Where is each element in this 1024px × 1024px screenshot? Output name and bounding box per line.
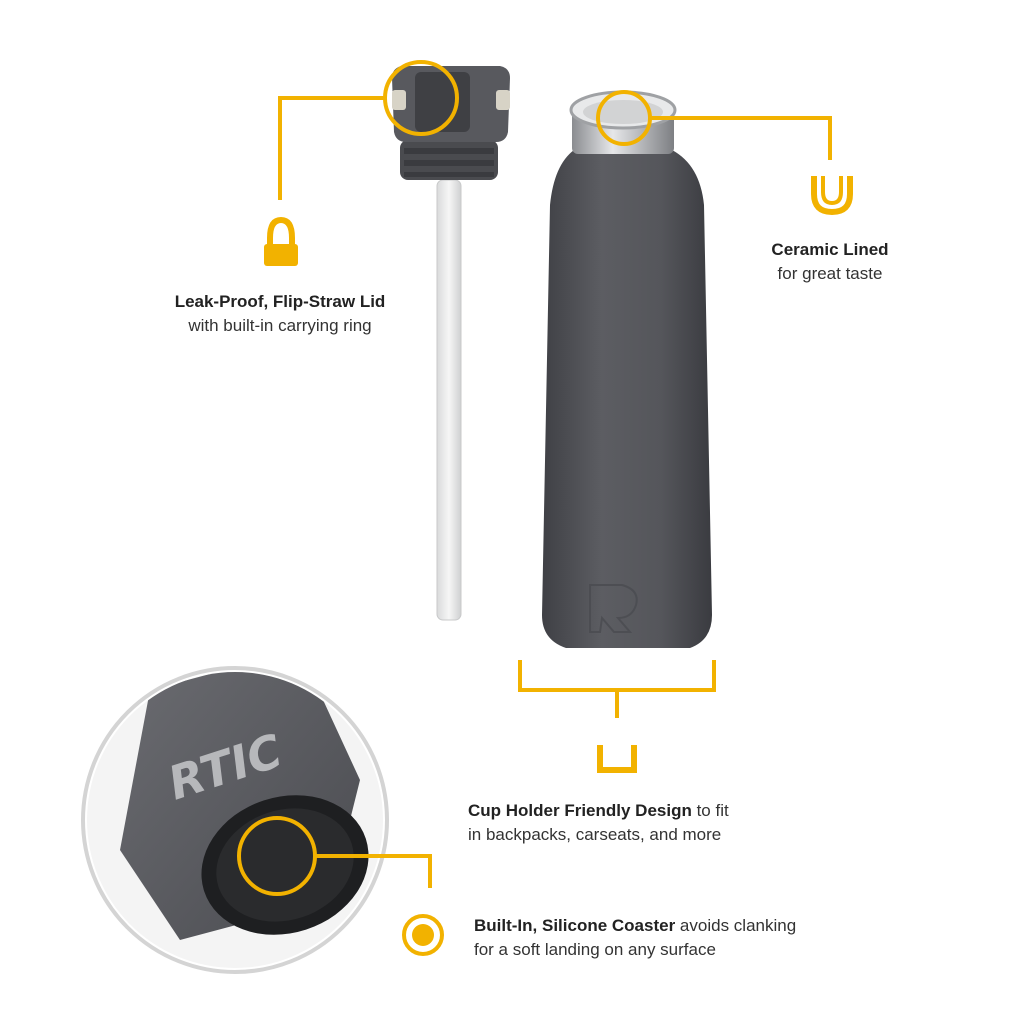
cupholder-feature-title-rest: to fit: [691, 801, 729, 820]
cup-icon: [811, 176, 853, 216]
coaster-feature-title-rest: avoids clanking: [675, 916, 797, 935]
ceramic-feature-subtitle: for great taste: [777, 264, 883, 283]
cupholder-feature-subtitle: in backpacks, carseats, and more: [468, 825, 722, 844]
ceramic-feature-title: Ceramic Lined: [771, 240, 889, 259]
cupholder-feature: Cup Holder Friendly Design to fit in bac…: [468, 799, 808, 847]
straw: [436, 179, 462, 621]
coaster-zoom: RTIC: [81, 666, 389, 974]
coaster-feature-subtitle: for a soft landing on any surface: [474, 940, 716, 959]
ceramic-feature: Ceramic Lined for great taste: [750, 238, 910, 286]
lid-feature-title: Leak-Proof, Flip-Straw Lid: [174, 292, 386, 311]
coaster-feature: Built-In, Silicone Coaster avoids clanki…: [474, 914, 874, 962]
callout-lines: [237, 60, 832, 896]
coaster-feature-title: Built-In, Silicone Coaster: [474, 916, 676, 935]
cup-holder-icon: [597, 745, 637, 773]
lid-feature-subtitle: with built-in carrying ring: [188, 316, 372, 335]
lid-feature: Leak-Proof, Flip-Straw Lid with built-in…: [150, 290, 410, 338]
flip-straw-lid: [392, 66, 510, 180]
bottle-logo-icon: [589, 584, 638, 633]
coaster-icon: [402, 914, 444, 956]
carry-ring-icon: [264, 216, 298, 266]
water-bottle: [542, 90, 712, 648]
cupholder-feature-title: Cup Holder Friendly Design: [468, 801, 692, 820]
